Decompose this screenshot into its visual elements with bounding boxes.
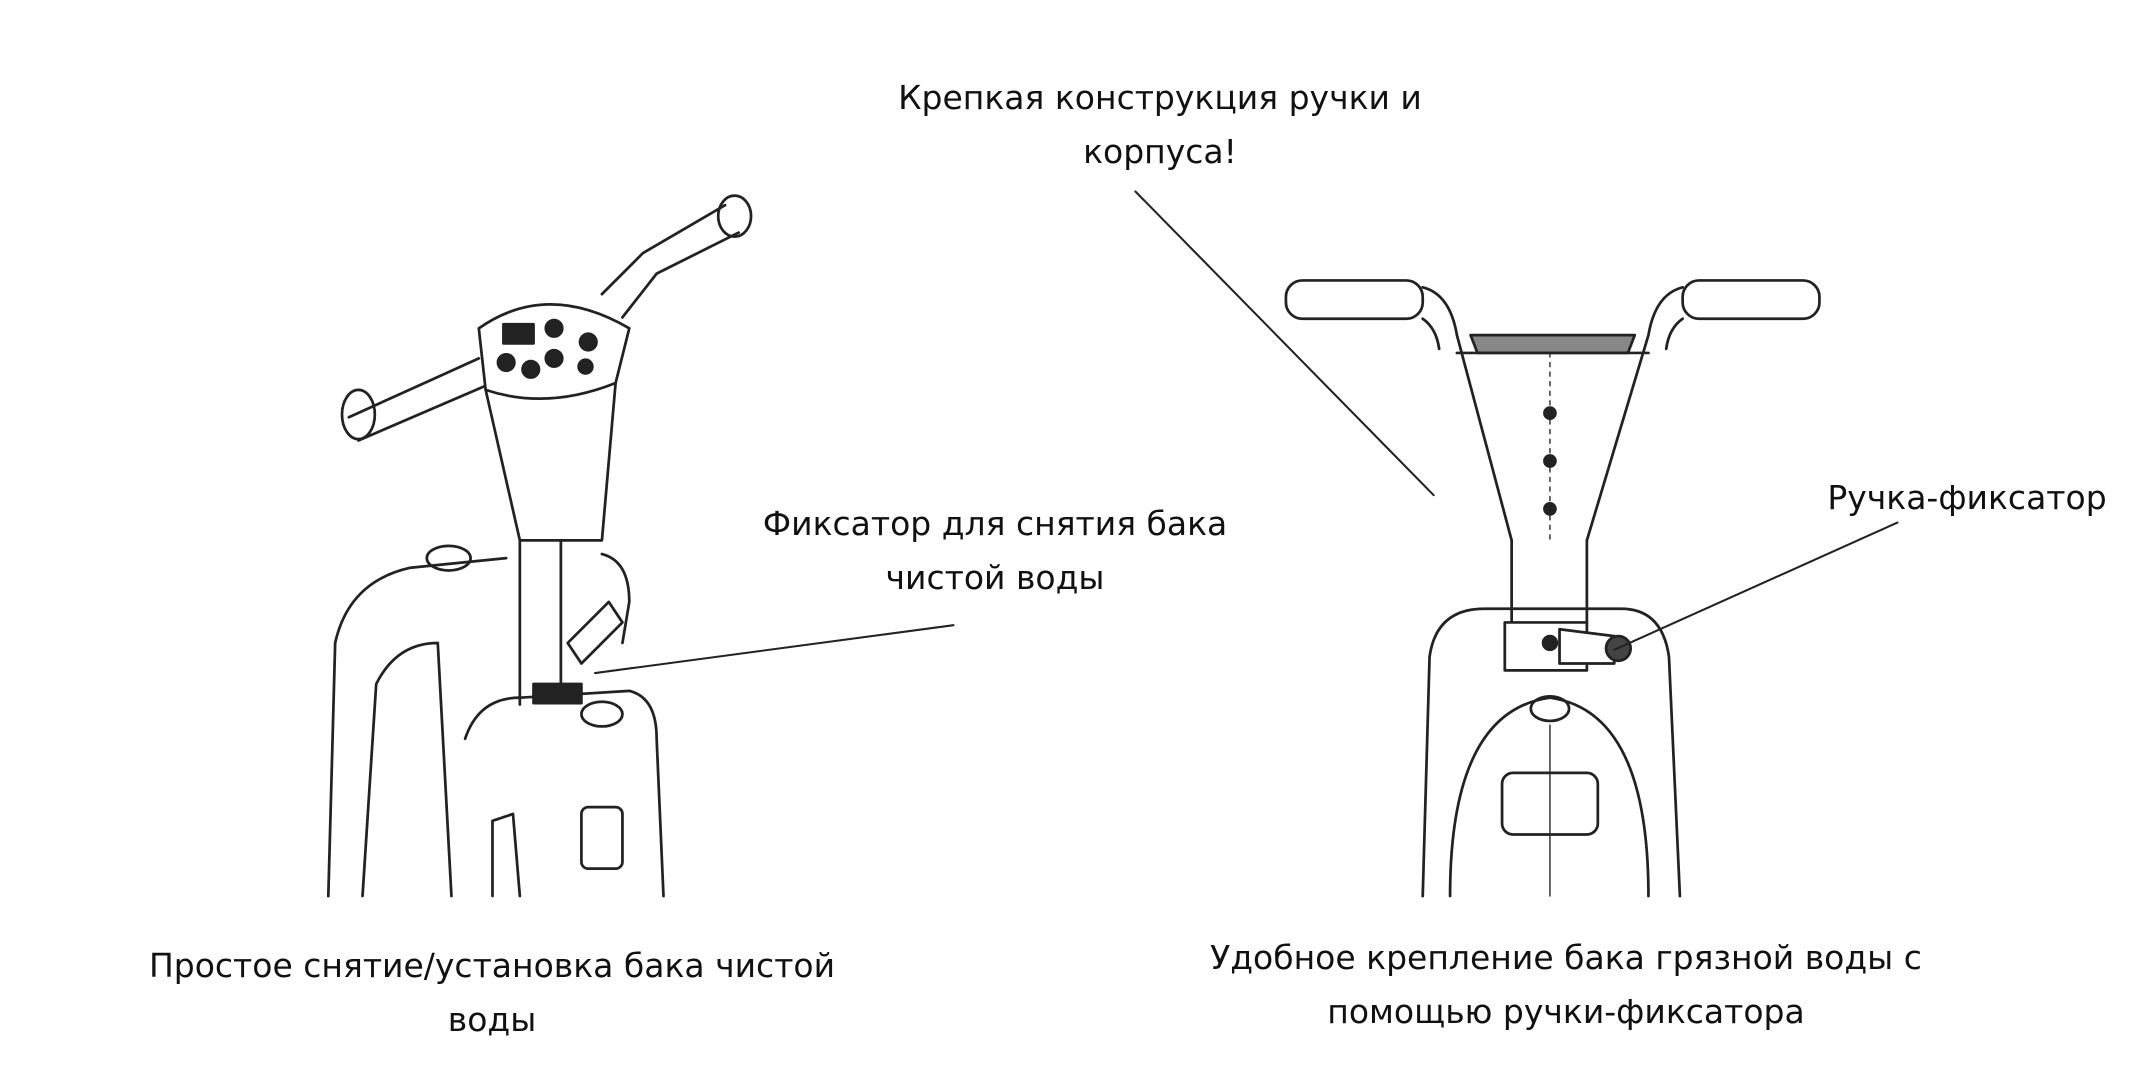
left-machine-drawing <box>326 194 753 898</box>
callout-construction: Крепкая конструкция ручки и корпуса! <box>898 71 1422 179</box>
leader-line-clean-tank-latch <box>594 624 955 675</box>
caption-left: Простое снятие/установка бака чистой вод… <box>149 939 835 1047</box>
caption-right: Удобное крепление бака грязной воды с по… <box>1210 931 1922 1039</box>
callout-handle-latch-line1: Ручка-фиксатор <box>1827 478 2107 517</box>
caption-right-line1: Удобное крепление бака грязной воды с <box>1210 938 1922 977</box>
caption-left-line2: воды <box>447 1000 537 1039</box>
callout-construction-line1: Крепкая конструкция ручки и <box>898 78 1422 117</box>
callout-clean-tank-latch-line2: чистой воды <box>885 558 1105 597</box>
callout-clean-tank-latch: Фиксатор для снятия бака чистой воды <box>763 497 1228 605</box>
leader-line-handle-latch <box>1613 521 1899 651</box>
callout-clean-tank-latch-line1: Фиксатор для снятия бака <box>762 504 1228 543</box>
callout-construction-line2: корпуса! <box>1083 132 1237 171</box>
callout-handle-latch: Ручка-фиксатор <box>1827 471 2106 525</box>
leader-line-construction <box>1134 190 1435 497</box>
caption-left-line1: Простое снятие/установка бака чистой <box>148 946 836 985</box>
caption-right-line2: помощью ручки-фиксатора <box>1327 992 1805 1031</box>
right-machine-drawing <box>1284 279 1821 898</box>
